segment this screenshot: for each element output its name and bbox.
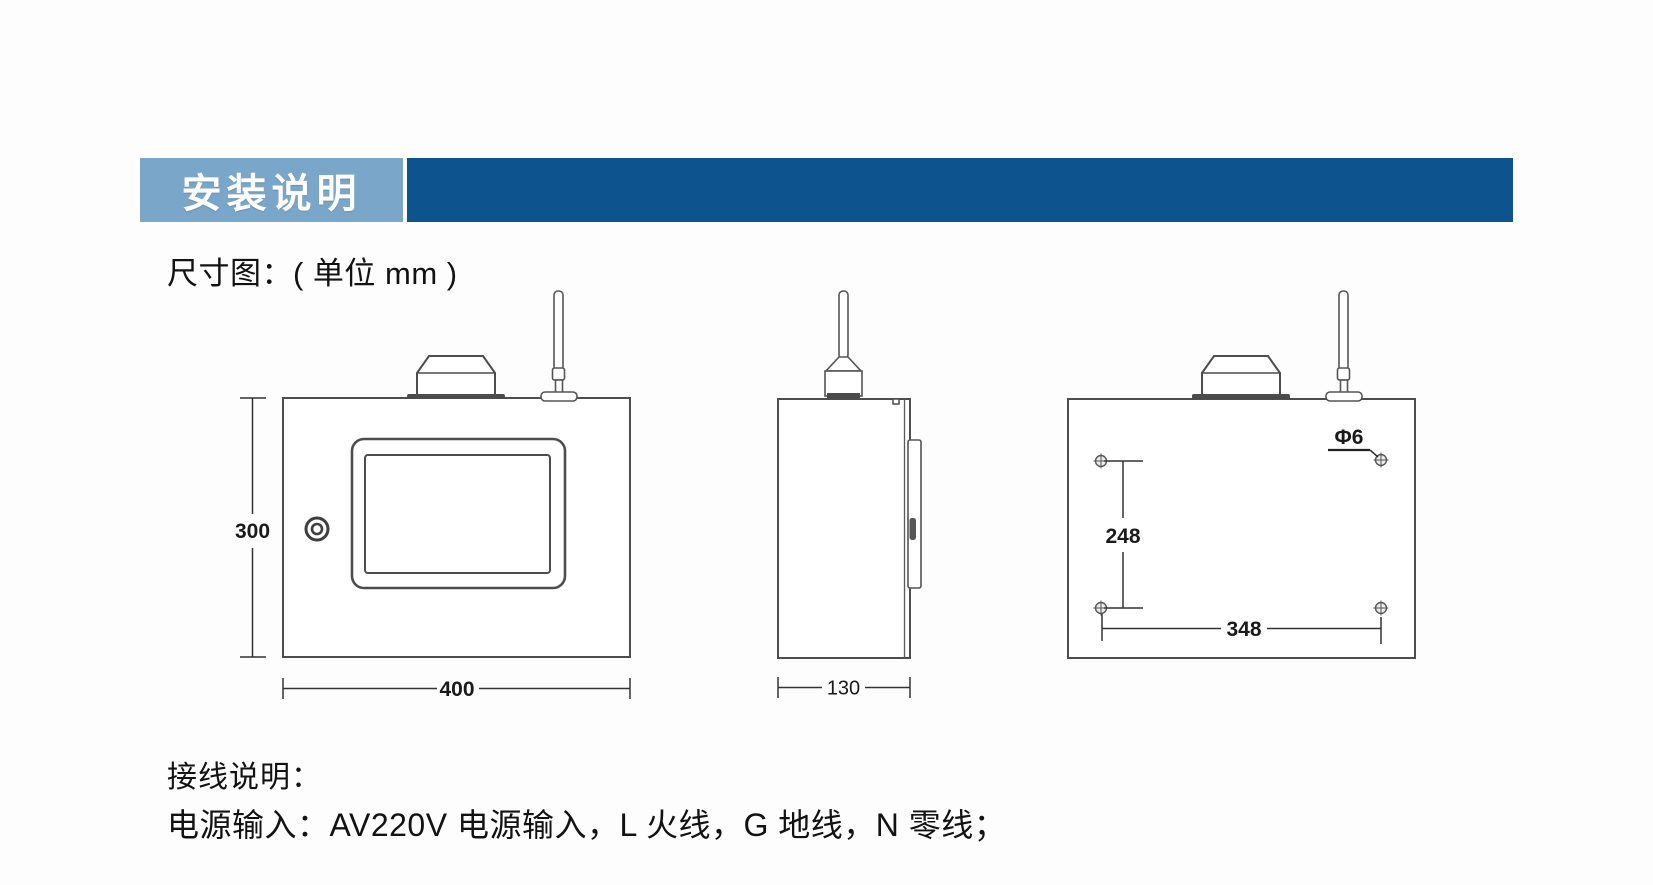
front-width-dimension: 400 bbox=[282, 678, 631, 701]
section-title: 安装说明 bbox=[181, 172, 362, 216]
dome-icon bbox=[1192, 355, 1290, 399]
back-vertical-spacing-dimension: 248 bbox=[1104, 460, 1143, 609]
wiring-heading: 接线说明： bbox=[167, 761, 322, 794]
section-title-box: 安装说明 bbox=[140, 158, 403, 222]
back-horizontal-spacing-dimension: 348 bbox=[1101, 614, 1382, 644]
hole-diameter-callout: Φ6 bbox=[1328, 426, 1379, 458]
mounting-hole-top-right bbox=[1373, 452, 1389, 468]
front-view-drawing: 300 400 bbox=[235, 290, 631, 701]
back-view-drawing: Φ6 248 348 bbox=[1067, 290, 1416, 659]
dimension-unit-note: 尺寸图：( 单位 mm ) bbox=[167, 256, 458, 291]
wiring-power-line: 电源输入：AV220V 电源输入，L 火线，G 地线，N 零线； bbox=[167, 807, 1007, 843]
side-depth-dimension: 130 bbox=[777, 677, 911, 700]
antenna-icon bbox=[540, 290, 578, 402]
antenna-icon bbox=[1325, 290, 1363, 402]
side-depth-label: 130 bbox=[827, 678, 860, 700]
back-vertical-spacing-label: 248 bbox=[1105, 525, 1140, 548]
door-handle bbox=[909, 518, 916, 540]
side-door-panel bbox=[907, 439, 922, 589]
back-horizontal-spacing-label: 348 bbox=[1226, 618, 1261, 641]
mounting-hole-top-left bbox=[1093, 453, 1109, 469]
mounting-hole-bottom-right bbox=[1373, 600, 1389, 616]
side-top-notch bbox=[892, 398, 900, 405]
screen-panel bbox=[364, 454, 551, 574]
touchscreen bbox=[350, 437, 567, 590]
lock-icon bbox=[304, 516, 330, 542]
dome-icon bbox=[407, 355, 505, 399]
section-title-accent-bar bbox=[407, 158, 1513, 222]
back-enclosure-outline bbox=[1067, 398, 1416, 659]
front-height-label: 300 bbox=[235, 520, 270, 543]
antenna-icon bbox=[824, 290, 863, 398]
side-view-drawing: 130 bbox=[777, 290, 922, 700]
front-width-label: 400 bbox=[439, 678, 474, 701]
hole-diameter-label: Φ6 bbox=[1335, 426, 1364, 449]
front-height-dimension: 300 bbox=[235, 397, 270, 658]
side-enclosure-outline bbox=[777, 398, 911, 659]
